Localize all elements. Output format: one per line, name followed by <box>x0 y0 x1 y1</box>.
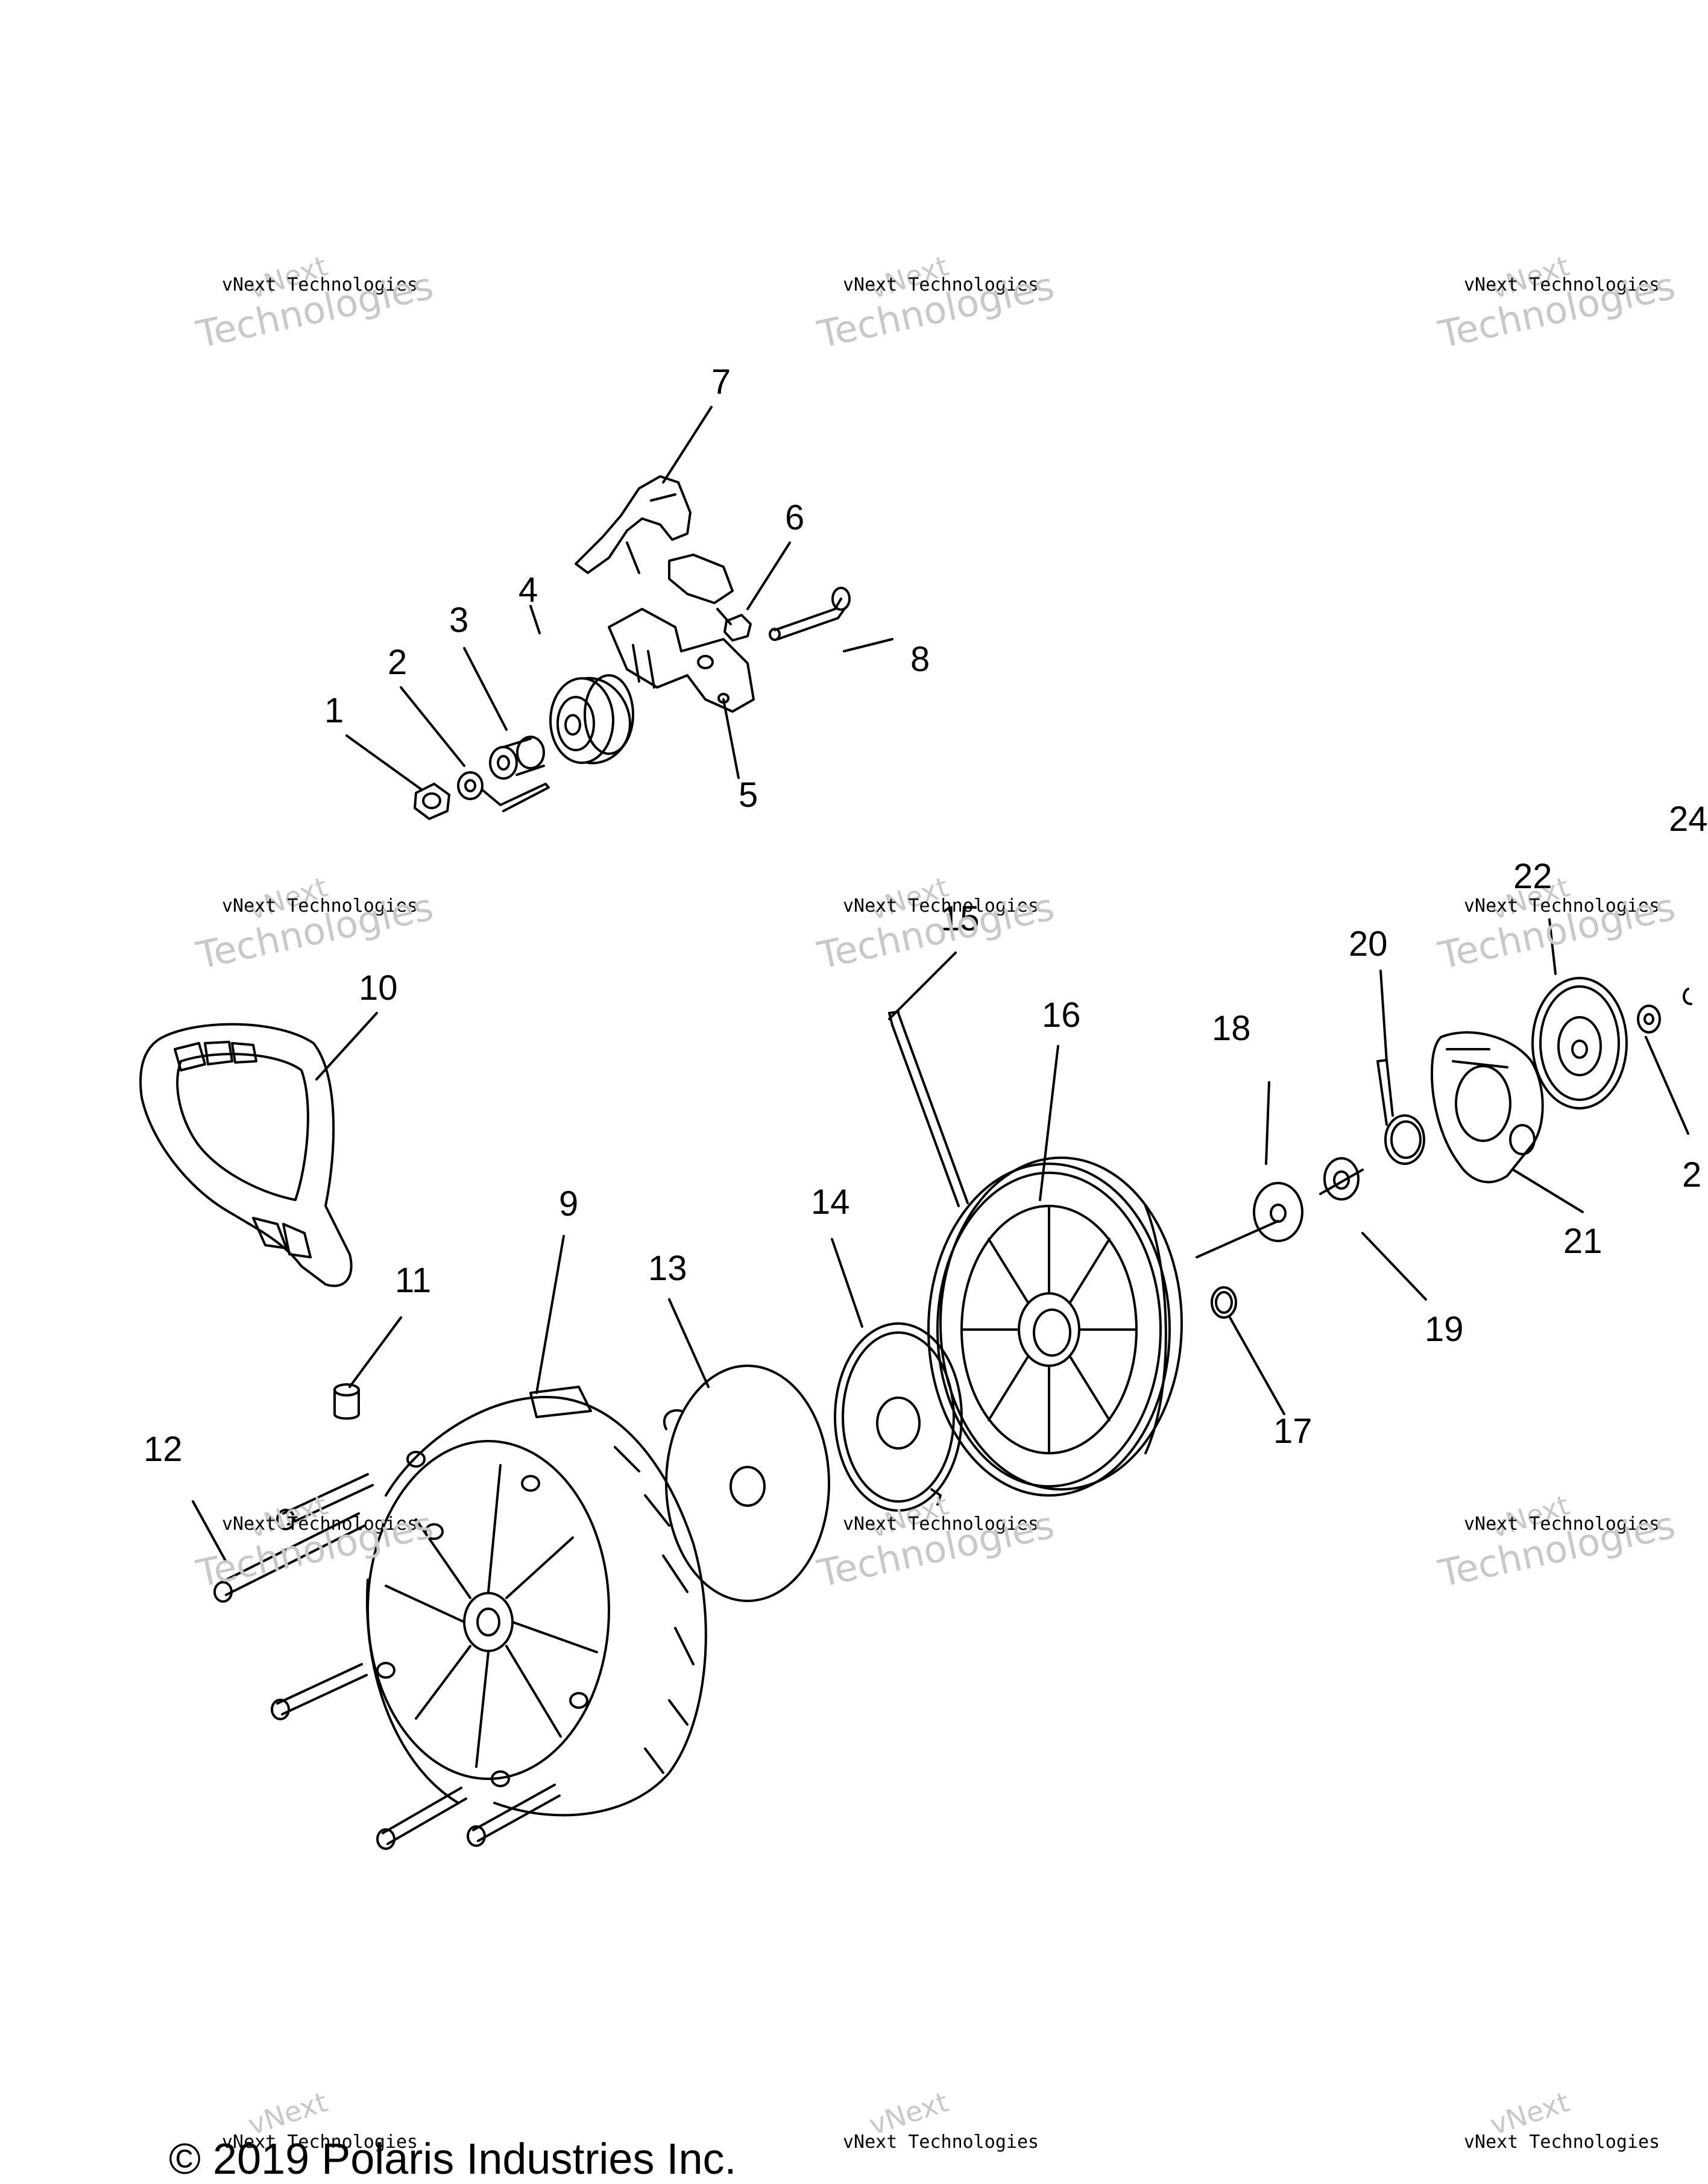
part-4-pulley <box>549 674 634 765</box>
callout-4: 4 <box>518 570 538 610</box>
part-8-pin <box>769 587 851 641</box>
callout-1: 1 <box>324 691 344 730</box>
callout-21: 21 <box>1563 1222 1602 1261</box>
callout-2: 2 <box>388 643 408 682</box>
callout-22: 22 <box>1513 857 1552 896</box>
callout-19: 19 <box>1425 1310 1464 1349</box>
callout-16: 16 <box>1042 996 1081 1035</box>
callout-12: 12 <box>143 1430 183 1469</box>
part-3-spacer <box>489 736 545 780</box>
callout-6: 6 <box>785 498 805 537</box>
callout-17: 17 <box>1273 1412 1313 1451</box>
part-11-sleeve <box>333 1383 360 1420</box>
part-2-washer <box>457 771 550 812</box>
copyright-text: © 2019 Polaris Industries Inc. <box>169 2135 737 2183</box>
part-15-rope <box>888 1011 969 1207</box>
part-17-clip <box>1196 1220 1279 1319</box>
callout-2-edge: 2 <box>1682 1155 1702 1195</box>
callout-5: 5 <box>739 775 758 815</box>
part-22-disk <box>1531 977 1628 1109</box>
callout-14: 14 <box>811 1182 850 1222</box>
callout-20: 20 <box>1349 924 1388 964</box>
leader-lines <box>192 406 1689 1563</box>
part-18-washer <box>1253 1182 1303 1242</box>
part-16-rewind-pulley <box>927 1157 1183 1497</box>
callout-8: 8 <box>910 640 930 679</box>
callout-10: 10 <box>359 968 398 1008</box>
callout-18: 18 <box>1212 1009 1251 1048</box>
callout-9: 9 <box>559 1184 579 1223</box>
part-5-bracket <box>608 608 755 713</box>
part-6-bolt <box>716 608 752 642</box>
part-21-cam <box>1431 1031 1544 1184</box>
callout-24: 24 <box>1669 800 1708 839</box>
part-12-bolts <box>213 1473 561 1850</box>
part-1-nut <box>414 783 450 820</box>
part-10-handle <box>139 1023 353 1287</box>
callout-11: 11 <box>395 1261 432 1300</box>
callout-7: 7 <box>711 362 731 402</box>
callout-3: 3 <box>449 601 469 640</box>
callout-15: 15 <box>941 899 980 938</box>
part-edge-washers <box>1637 988 1692 1034</box>
part-9-housing <box>366 1386 707 1817</box>
part-20-spring <box>1376 1059 1425 1165</box>
part-7-cover <box>575 475 734 604</box>
callout-13: 13 <box>648 1249 687 1288</box>
part-19-washer <box>1319 1157 1364 1201</box>
part-13-plate <box>663 1365 830 1602</box>
